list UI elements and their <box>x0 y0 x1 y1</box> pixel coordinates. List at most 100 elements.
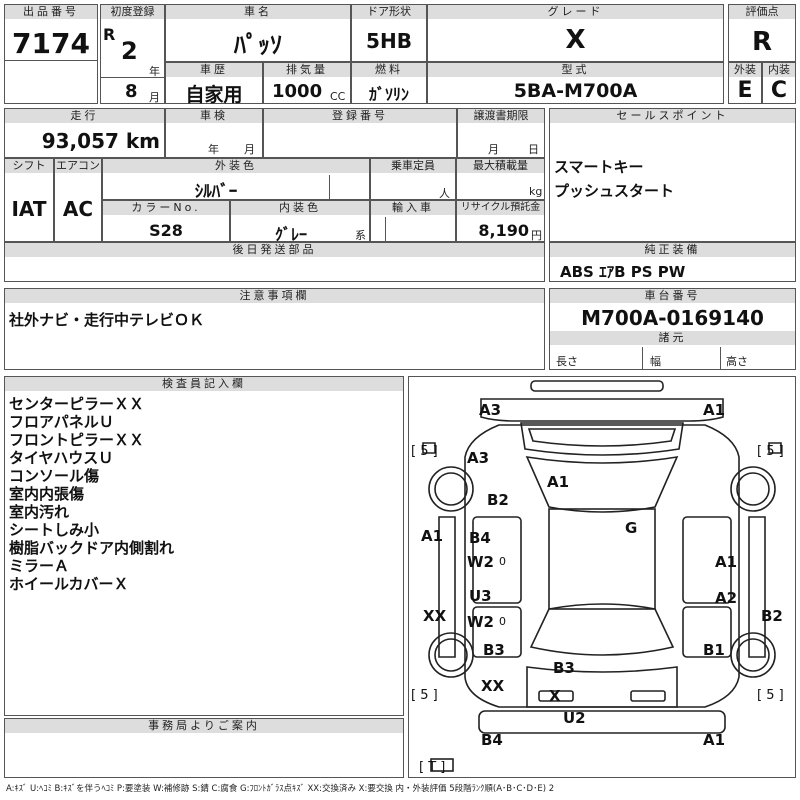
max-load-cell: 最大積載量 kg <box>456 158 545 200</box>
inspector-note: ミラーＡ <box>9 557 70 575</box>
length-label: 長さ <box>556 355 578 368</box>
displacement-cell: 排気量 1000 CC <box>263 62 351 104</box>
left-mirror <box>422 442 436 454</box>
hood-inner <box>527 428 677 447</box>
interior-score-value: C <box>770 78 788 103</box>
sales-point-item: プッシュスタート <box>554 182 675 200</box>
insp-month-unit: 月 <box>244 143 255 156</box>
inspector-label: 検査員記入欄 <box>5 377 403 391</box>
damage-label: U2 <box>563 709 586 727</box>
car-name-label: 車名 <box>166 5 350 19</box>
equipment-value: ABS ｴｱB PS PW <box>560 263 686 281</box>
color-no-label: カラーNo. <box>103 201 229 215</box>
lot-no-value: 7174 <box>12 27 90 60</box>
import-cell: 輸入車 <box>370 200 456 242</box>
shift-value: IAT <box>11 197 47 221</box>
transfer-label: 譲渡書期限 <box>458 109 544 123</box>
damage-label: XX <box>481 677 505 695</box>
damage-label: B2 <box>761 607 783 625</box>
right-skirt <box>748 516 766 658</box>
rear-lamp-left <box>538 690 574 702</box>
exterior-label: 外装 <box>729 63 761 77</box>
left-rear-wheel <box>428 632 474 678</box>
damage-label: B4 <box>469 529 491 547</box>
damage-label: XX <box>423 607 447 625</box>
windshield-outline <box>525 455 679 513</box>
door-cell: ドア形状 5HB <box>351 4 427 62</box>
mileage-cell: 走行 93,057 km <box>4 108 165 158</box>
interior-score-cell: 内装 C <box>762 62 796 104</box>
right-rear-wheel <box>730 632 776 678</box>
damage-label: B3 <box>483 641 505 659</box>
sales-points-label: セールスポイント <box>550 109 795 123</box>
score-label: 評価点 <box>729 5 795 19</box>
inspector-note: フロントピラーＸＸ <box>9 431 145 449</box>
first-reg-label: 初度登録 <box>101 5 164 19</box>
damage-label: A1 <box>703 401 725 419</box>
rear-lamp-right <box>630 690 666 702</box>
cc-unit: CC <box>330 90 346 103</box>
inspector-cell: 検査員記入欄 センターピラーＸＸ フロアパネルＵ フロントピラーＸＸ タイヤハウ… <box>4 376 404 716</box>
first-reg-cell: 初度登録 R 2 年 8 月 <box>100 4 165 104</box>
office-label: 事務局よりご案内 <box>5 719 403 733</box>
int-color-label: 内装色 <box>231 201 369 215</box>
chassis-value: M700A-0169140 <box>581 306 764 330</box>
right-front-wheel <box>730 466 776 512</box>
left-front-wheel <box>428 466 474 512</box>
ext-color-cell: 外装色 ｼﾙﾊﾞｰ <box>102 158 370 202</box>
tire-mark: [ 5 ] <box>757 688 784 703</box>
history-value: 自家用 <box>185 84 243 106</box>
left-skirt <box>438 516 456 658</box>
later-parts-cell: 後日発送部品 <box>4 242 545 282</box>
ext-color-label: 外装色 <box>103 159 369 173</box>
damage-label: A3 <box>479 401 501 419</box>
person-unit: 人 <box>439 187 450 200</box>
damage-label: A3 <box>467 449 489 467</box>
transfer-cell: 譲渡書期限 月 日 <box>457 108 545 158</box>
model-value: 5BA-M700A <box>513 80 638 102</box>
right-mirror <box>768 442 782 454</box>
int-color-cell: 内装色 ｸﾞﾚｰ 系 <box>230 200 370 244</box>
rear-bumper-outline <box>478 710 726 734</box>
history-cell: 車歴 自家用 <box>165 62 263 106</box>
month-unit: 月 <box>149 91 160 104</box>
shift-label: シフト <box>5 159 53 173</box>
era-value: R <box>103 25 116 44</box>
front-bumper-outline <box>480 398 724 422</box>
recycle-value: 8,190 <box>478 221 529 240</box>
damage-label: A1 <box>547 473 569 491</box>
model-cell: 型式 5BA-M700A <box>427 62 724 104</box>
aircon-cell: エアコン AC <box>54 158 102 242</box>
inspector-note: 室内汚れ <box>9 503 70 521</box>
right-front-door <box>682 516 732 604</box>
grade-cell: グレード X <box>427 4 724 62</box>
notes-cell: 注意事項欄 社外ナビ・走行中テレビＯＫ <box>4 288 545 370</box>
recycle-label: リサイクル預託金 <box>457 201 544 215</box>
damage-label: W2 <box>467 613 494 631</box>
model-label: 型式 <box>428 63 723 77</box>
office-cell: 事務局よりご案内 <box>4 718 404 778</box>
inspection-label: 車検 <box>166 109 262 123</box>
inspector-note: コンソール傷 <box>9 467 100 485</box>
damage-label: B3 <box>553 659 575 677</box>
damage-label: X <box>549 687 561 705</box>
damage-label: A1 <box>421 527 443 545</box>
fuel-value: ｶﾞｿﾘﾝ <box>368 85 409 104</box>
left-rear-door <box>472 606 522 658</box>
sales-point-item: スマートキー <box>554 158 644 176</box>
inspector-note: 樹脂バックドア内側割れ <box>9 539 175 557</box>
interior-label: 内装 <box>763 63 795 77</box>
grade-value: X <box>565 25 586 55</box>
damage-label: A1 <box>715 553 737 571</box>
damage-label: 0 <box>499 555 506 568</box>
reg-year-value: 2 <box>121 37 138 65</box>
tire-mark: [ 5 ] <box>411 688 438 703</box>
notes-label: 注意事項欄 <box>5 289 544 303</box>
car-diagram-svg: A3 A1 A3 B2 A1 G A1 B4 W2 0 A1 XX U3 W2 … <box>411 380 784 775</box>
inspector-notes-list: センターピラーＸＸ フロアパネルＵ フロントピラーＸＸ タイヤハウスＵ コンソー… <box>9 395 174 593</box>
yen-unit: 円 <box>531 229 542 242</box>
tire-mark: [ T ] <box>419 760 445 775</box>
kg-unit: kg <box>529 185 543 198</box>
door-value: 5HB <box>366 29 412 53</box>
transfer-day-unit: 日 <box>528 143 539 156</box>
